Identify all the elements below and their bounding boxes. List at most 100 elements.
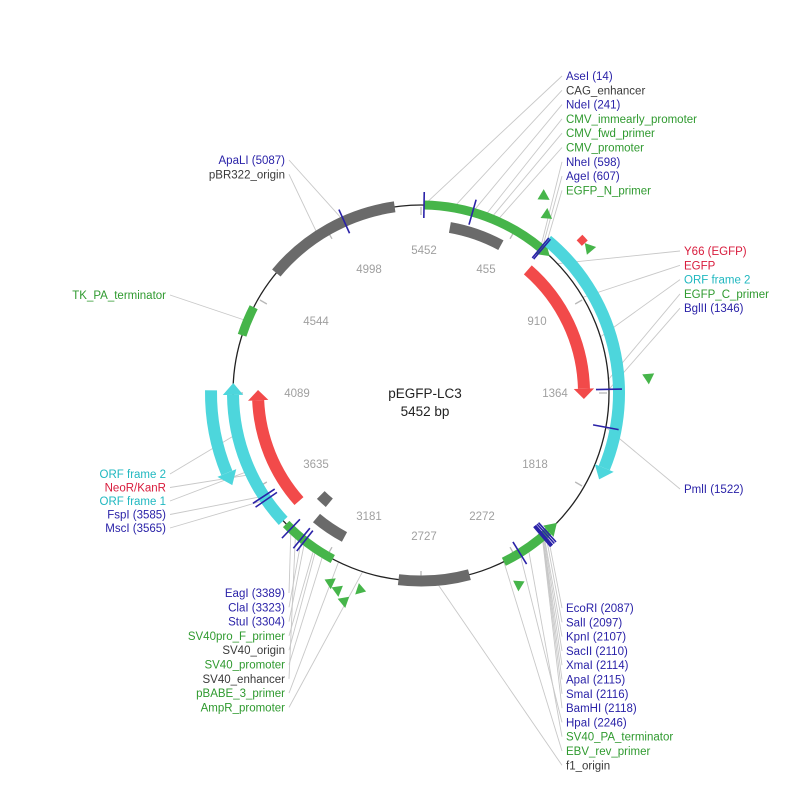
label-ebv-rev-primer: EBV_rev_primer	[566, 746, 651, 758]
primer-arrow	[642, 373, 655, 385]
orf-frame-2-left-arc	[205, 390, 233, 476]
tick-label: 5452	[411, 245, 437, 257]
label-group-lower-left: EagI (3389)ClaI (3323)StuI (3304)SV40pro…	[188, 588, 285, 714]
cut-site-mark	[512, 541, 528, 565]
leader-line	[288, 528, 292, 594]
cut-site-mark	[592, 424, 619, 431]
leader-line	[169, 495, 264, 515]
label-neor-kanr: NeoR/KanR	[105, 483, 166, 495]
leader-line	[169, 470, 250, 502]
label-cmv-promoter: CMV_promoter	[566, 143, 644, 155]
leader-line	[169, 474, 252, 488]
orf-frame-2-right-arc	[543, 235, 625, 471]
tick-label: 2727	[411, 531, 437, 543]
cmv-enhancer-promoter-arc	[423, 200, 544, 252]
primer-arrow	[584, 243, 597, 255]
leader-line	[288, 174, 319, 236]
primer-arrow	[513, 580, 525, 592]
label-clai-3323: ClaI (3323)	[228, 602, 285, 614]
y66-site-arc	[576, 234, 588, 246]
leader-line	[527, 547, 563, 737]
leader-lines	[169, 75, 681, 766]
leader-line	[541, 175, 563, 250]
cut-site-mark	[255, 491, 278, 508]
restriction-cut-marks	[252, 192, 622, 565]
cut-site-mark	[595, 388, 622, 391]
label-group-lower-right: EcoRI (2087)SalI (2097)KpnI (2107)SacII …	[566, 603, 673, 772]
cut-site-mark	[537, 522, 557, 543]
leader-line	[169, 433, 238, 475]
primer-arrow	[537, 189, 550, 200]
label-cmv-fwd-primer: CMV_fwd_primer	[566, 128, 655, 140]
cut-site-mark	[534, 525, 553, 546]
label-orf-frame-2: ORF frame 2	[100, 469, 166, 481]
leader-line	[423, 75, 563, 206]
label-bglii-1346: BglII (1346)	[684, 303, 744, 315]
label-group-pmli: PmlI (1522)	[684, 484, 744, 496]
coordinate-labels: 455 910 1364 1818 2272 2727 3181 3635 40…	[284, 245, 568, 543]
feature-arcs	[205, 200, 625, 587]
leader-line	[503, 561, 563, 752]
label-bamhi-2118: BamHI (2118)	[566, 703, 637, 715]
leader-line	[484, 118, 563, 217]
cut-site-mark	[533, 526, 552, 548]
primer-arrow	[540, 208, 553, 219]
label-cag-enhancer: CAG_enhancer	[566, 85, 645, 97]
leader-line	[542, 536, 563, 666]
leader-line	[288, 532, 296, 679]
label-nhei-598: NheI (598)	[566, 157, 621, 169]
label-egfp-c-primer: EGFP_C_primer	[684, 289, 769, 301]
leader-line	[169, 294, 248, 322]
label-sv40-pa-terminator: SV40_PA_terminator	[566, 732, 673, 744]
label-tk-pa-terminator: TK_PA_terminator	[72, 290, 166, 302]
tick-label: 4544	[303, 316, 329, 328]
label-group-upper-left: ApaLI (5087)pBR322_origin	[209, 155, 285, 181]
leader-line	[543, 535, 563, 651]
label-asei-14: AseI (14)	[566, 71, 613, 83]
label-y66-egfp: Y66 (EGFP)	[684, 246, 747, 258]
sv40-enhancer-arc	[316, 491, 333, 507]
orf-frame-1-left-arc	[227, 394, 288, 525]
tick-label: 910	[527, 316, 546, 328]
orf-frame-1-left-arrowhead	[222, 383, 244, 396]
label-pmli-1522: PmlI (1522)	[684, 484, 744, 496]
label-sv40-promoter: SV40_promoter	[204, 660, 285, 672]
tick-mark	[259, 299, 268, 305]
leader-line	[288, 548, 317, 651]
cut-site-mark	[468, 199, 477, 225]
tick-label: 4998	[356, 264, 382, 276]
leader-line	[472, 104, 563, 213]
label-f1-origin: f1_origin	[566, 760, 610, 772]
cut-site-mark	[536, 523, 555, 544]
label-apai-2115: ApaI (2115)	[566, 675, 625, 687]
label-group-tk: TK_PA_terminator	[72, 290, 166, 302]
leader-line	[543, 535, 563, 637]
cut-site-mark	[533, 238, 552, 260]
primer-arrow	[324, 578, 336, 590]
tick-label: 3181	[356, 511, 382, 523]
leader-line	[540, 161, 563, 249]
primer-arrow	[331, 585, 343, 597]
label-msci-3565: MscI (3565)	[105, 523, 166, 535]
orf-frame-2-left-arrowhead	[217, 469, 237, 486]
tk-pa-terminator-arc	[237, 305, 258, 337]
leader-line	[542, 536, 563, 694]
leader-line	[288, 538, 303, 608]
sv40-pa-terminator-arrowhead	[543, 522, 557, 537]
leader-line	[288, 547, 315, 637]
leader-line	[545, 533, 563, 623]
cut-site-mark	[296, 530, 314, 552]
tick-label: 455	[476, 264, 495, 276]
label-sv40-origin: SV40_origin	[222, 645, 285, 657]
sv40-promoter-arc	[282, 520, 335, 563]
label-egfp-n-primer: EGFP_N_primer	[566, 185, 651, 197]
label-apali-5087: ApaLI (5087)	[219, 155, 286, 167]
tick-mark	[574, 299, 583, 305]
label-fspi-3585: FspI (3585)	[107, 510, 166, 522]
leader-line	[288, 159, 345, 222]
cut-site-mark	[338, 209, 351, 234]
